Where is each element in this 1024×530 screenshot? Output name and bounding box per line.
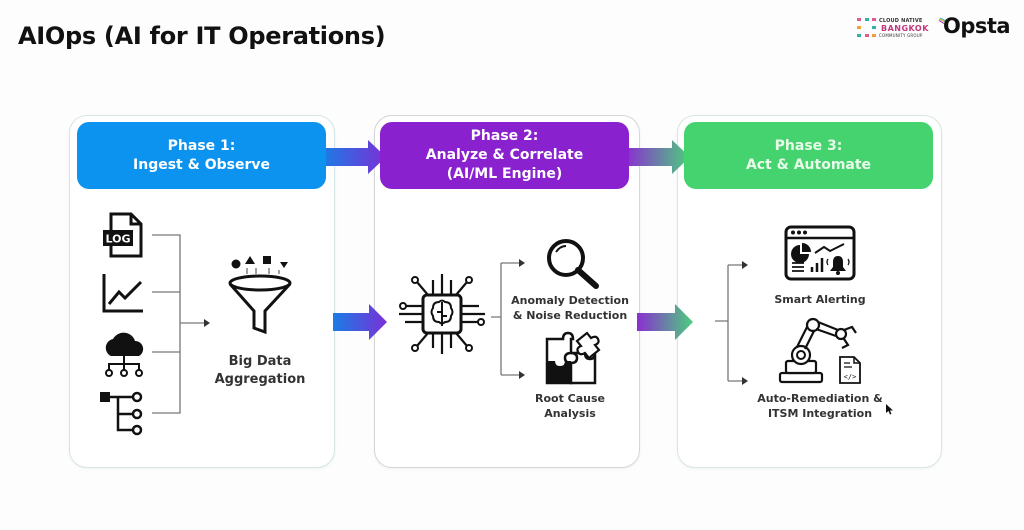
- auto-remediation-label: Auto-Remediation & ITSM Integration: [752, 391, 888, 421]
- root-cause-line2: Analysis: [544, 407, 596, 420]
- log-file-icon: LOG: [103, 212, 143, 258]
- ai-chip-brain-icon: [399, 274, 485, 354]
- logo-text-line2: BANGKOK: [881, 24, 929, 33]
- analysis-bracket-connector: [491, 259, 525, 379]
- phase2-subtitle: (AI/ML Engine): [446, 166, 563, 182]
- remediation-line2: ITSM Integration: [767, 407, 873, 420]
- smart-alerting-label: Smart Alerting: [774, 293, 866, 306]
- big-data-aggregation-label: Big Data Aggregation: [205, 353, 315, 389]
- phase1-header: Phase 1: Ingest & Observe: [77, 122, 326, 189]
- root-cause-line1: Root Cause: [534, 392, 605, 405]
- phase1-title: Ingest & Observe: [133, 156, 270, 173]
- header-arrow-2-to-3: [626, 140, 690, 174]
- puzzle-icon: [545, 331, 601, 385]
- anomaly-line1: Anomaly Detection: [511, 294, 629, 307]
- opsta-logo: Opsta: [943, 14, 1011, 38]
- magnifier-icon: [547, 239, 599, 289]
- code-label: </>: [844, 373, 857, 381]
- logo-text-line3: COMMUNITY GROUP: [879, 33, 923, 38]
- aggregation-line2: Aggregation: [214, 372, 306, 387]
- flow-arrow-2-to-3: [637, 304, 693, 340]
- phase1-number: Phase 1:: [167, 137, 236, 154]
- remediation-line1: Auto-Remediation &: [757, 392, 883, 405]
- phase2-title: Analyze & Correlate: [425, 147, 584, 163]
- logos: CLOUD NATIVE BANGKOK COMMUNITY GROUP Ops…: [855, 12, 1020, 44]
- page-title: AIOps (AI for IT Operations): [18, 22, 386, 50]
- action-bracket-connector: [715, 261, 748, 385]
- aggregation-line1: Big Data: [228, 354, 292, 369]
- header-arrow-1-to-2: [322, 140, 386, 174]
- robot-arm-icon: [778, 317, 857, 384]
- anomaly-line2: & Noise Reduction: [512, 309, 628, 322]
- dashboard-alert-icon: [784, 225, 856, 281]
- phase3-number: Phase 3:: [774, 137, 843, 154]
- phase2-number: Phase 2:: [470, 128, 539, 144]
- root-cause-analysis-label: Root Cause Analysis: [520, 391, 620, 421]
- phase2-header: Phase 2: Analyze & Correlate (AI/ML Engi…: [380, 122, 629, 189]
- funnel-icon: [228, 256, 292, 335]
- mouse-cursor-icon: [886, 404, 893, 415]
- code-document-icon: </>: [839, 356, 861, 384]
- cloud-native-bangkok-logo: CLOUD NATIVE BANGKOK COMMUNITY GROUP: [855, 16, 935, 40]
- log-label: LOG: [106, 233, 131, 246]
- cloud-network-icon: [105, 332, 144, 377]
- opsta-mark-icon: [938, 17, 947, 24]
- line-chart-icon: [102, 274, 143, 313]
- phase3-title: Act & Automate: [745, 156, 872, 173]
- anomaly-detection-label: Anomaly Detection & Noise Reduction: [502, 293, 638, 323]
- hierarchy-tree-icon: [100, 391, 143, 436]
- flow-arrow-1-to-2: [333, 304, 387, 340]
- sources-bracket-connector: [152, 234, 210, 414]
- phase3-header: Phase 3: Act & Automate: [684, 122, 933, 189]
- logo-text-line1: CLOUD NATIVE: [879, 18, 923, 24]
